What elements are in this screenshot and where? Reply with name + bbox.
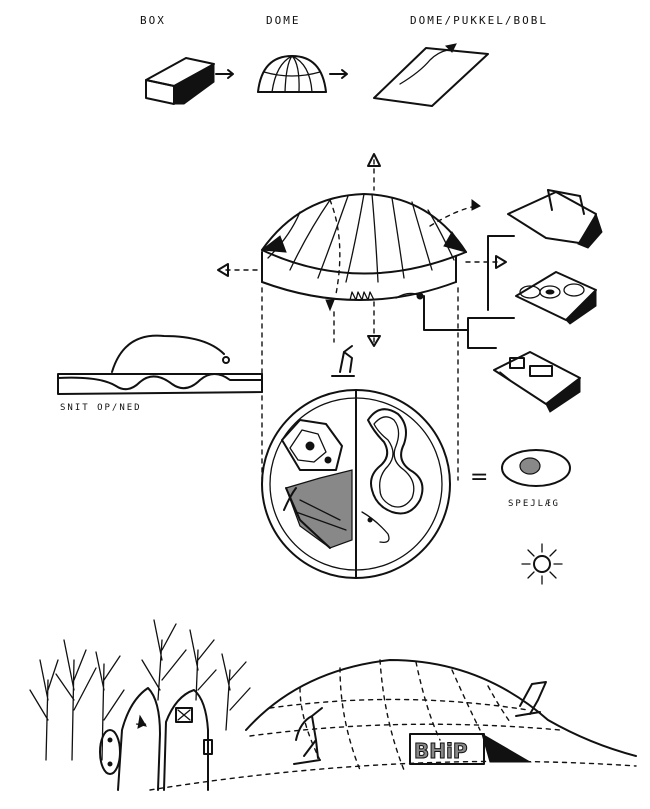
obstacle-module [493, 351, 581, 413]
skater-mid [293, 707, 323, 765]
label-dome: DOME [266, 14, 301, 27]
label-section: SNIT OP/NED [60, 403, 142, 413]
label-mirror-egg: SPEJLÆG [508, 499, 560, 509]
sun-icon [521, 543, 563, 585]
trees [29, 619, 251, 761]
label-dome-bump-bubble: DOME/PUKKEL/BOBL [410, 14, 548, 27]
ramp-module [507, 189, 603, 249]
equals-sign: = [470, 465, 488, 490]
skater-top [515, 681, 547, 717]
small-dome-sketch [257, 55, 348, 93]
mirror-egg-sketch [501, 449, 571, 487]
box-sketch [145, 57, 234, 105]
module-connectors [423, 235, 515, 349]
entrance-sign: BHiP [409, 732, 532, 765]
big-dome [149, 659, 637, 791]
sign-text: BHiP [414, 739, 468, 763]
people [99, 687, 213, 791]
skater-small [331, 345, 355, 377]
section-sketch [57, 334, 263, 395]
main-dome [217, 153, 507, 347]
plan-circle [261, 389, 451, 579]
bump-mat-sketch [373, 43, 489, 107]
label-box: BOX [140, 14, 166, 27]
bowl-module [515, 271, 597, 325]
